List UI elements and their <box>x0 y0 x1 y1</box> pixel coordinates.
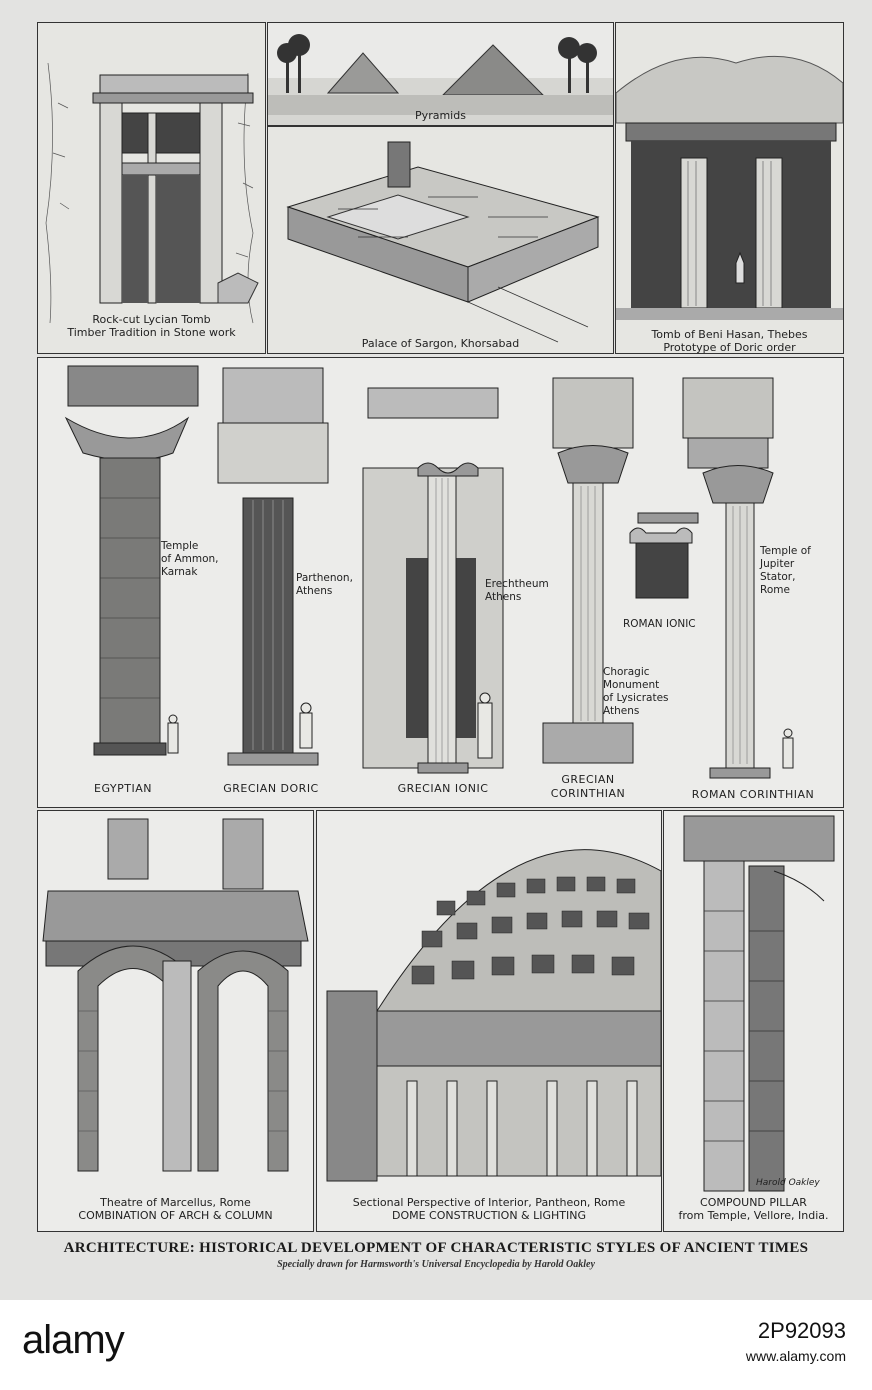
pyramids-illustration <box>268 23 613 125</box>
image-id: 2P92093 <box>757 1318 846 1343</box>
corinthian-note-line: Choragic <box>603 666 650 678</box>
egyptian-note: Temple of Ammon, Karnak <box>161 540 219 579</box>
image-url: www.alamy.com <box>745 1348 846 1364</box>
vellore-caption-line1: COMPOUND PILLAR <box>700 1196 807 1209</box>
theatre-of-marcellus-illustration <box>38 811 313 1231</box>
corinthian-note-line: of Lysicrates <box>603 692 669 704</box>
beni-hasan-caption-line2: Prototype of Doric order <box>663 341 796 354</box>
grecian-doric-style-label: GRECIAN DORIC <box>223 782 319 795</box>
pantheon-caption-line1: Sectional Perspective of Interior, Panth… <box>352 1196 626 1209</box>
tomb-of-beni-hasan-illustration <box>616 23 843 353</box>
grecian-corinthian-style-label: GRECIAN CORINTHIAN <box>528 773 648 801</box>
pantheon-caption-line2: DOME CONSTRUCTION & LIGHTING <box>391 1209 586 1222</box>
pyramids-caption: Pyramids <box>415 109 466 122</box>
lycian-caption-line1: Rock-cut Lycian Tomb <box>92 313 211 326</box>
egyptian-note-line: Temple <box>161 540 199 552</box>
corinthian-note: Choragic Monument of Lysicrates Athens <box>603 666 669 718</box>
roman-corinthian-style-label: ROMAN CORINTHIAN <box>691 788 815 801</box>
roman-corinthian-note-line: Stator, <box>760 571 796 583</box>
column-orders-illustration <box>38 358 843 807</box>
vellore-panel: Harold Oakley COMPOUND PILLAR from Templ… <box>663 810 844 1232</box>
page-title: ARCHITECTURE: HISTORICAL DEVELOPMENT OF … <box>63 1240 809 1256</box>
marcellus-caption-line2: COMBINATION OF ARCH & COLUMN <box>78 1209 273 1222</box>
pantheon-interior-illustration <box>317 811 661 1231</box>
page-subtitle: Specially drawn for Harmsworth's Univers… <box>277 1259 595 1270</box>
corinthian-note-line: Athens <box>603 705 640 717</box>
alamy-logo: alamy <box>22 1318 125 1362</box>
lycian-tomb-illustration <box>38 23 265 353</box>
compound-pillar-illustration <box>664 811 843 1231</box>
ionic-note-line: Erechtheum <box>485 578 549 590</box>
lycian-tomb-panel: Rock-cut Lycian Tomb Timber Tradition in… <box>37 22 266 354</box>
roman-ionic-label: ROMAN IONIC <box>623 618 696 630</box>
palace-of-sargon-illustration <box>268 127 613 353</box>
vellore-caption-line2: from Temple, Vellore, India. <box>678 1209 829 1222</box>
doric-note-line: Parthenon, <box>296 572 353 584</box>
marcellus-panel: Theatre of Marcellus, Rome COMBINATION O… <box>37 810 314 1232</box>
ionic-note: Erechtheum Athens <box>485 578 549 604</box>
corinthian-note-line: Monument <box>603 679 660 691</box>
beni-hasan-caption-line1: Tomb of Beni Hasan, Thebes <box>651 328 808 341</box>
egyptian-note-line: of Ammon, <box>161 553 219 565</box>
egyptian-style-label: EGYPTIAN <box>94 782 152 795</box>
roman-corinthian-note-line: Temple of <box>760 545 811 557</box>
grecian-ionic-style-label: GRECIAN IONIC <box>397 782 489 795</box>
marcellus-caption-line1: Theatre of Marcellus, Rome <box>100 1196 251 1209</box>
doric-note: Parthenon, Athens <box>296 572 353 598</box>
orders-panel: Temple of Ammon, Karnak Parthenon, Athen… <box>37 357 844 808</box>
grecian-corinthian-line: GRECIAN <box>561 773 615 786</box>
roman-corinthian-note: Temple of Jupiter Stator, Rome <box>760 545 811 597</box>
beni-hasan-panel: Tomb of Beni Hasan, Thebes Prototype of … <box>615 22 844 354</box>
sargon-panel: Palace of Sargon, Khorsabad <box>267 126 614 354</box>
grecian-corinthian-line: CORINTHIAN <box>550 787 626 800</box>
pantheon-panel: Sectional Perspective of Interior, Panth… <box>316 810 662 1232</box>
sargon-caption: Palace of Sargon, Khorsabad <box>361 337 520 350</box>
ionic-note-line: Athens <box>485 591 522 603</box>
egyptian-note-line: Karnak <box>161 566 198 578</box>
roman-corinthian-note-line: Jupiter <box>760 558 795 570</box>
encyclopedia-page: Rock-cut Lycian Tomb Timber Tradition in… <box>0 0 872 1300</box>
roman-corinthian-note-line: Rome <box>760 584 790 596</box>
doric-note-line: Athens <box>296 585 333 597</box>
pyramids-panel: Pyramids <box>267 22 614 126</box>
signature: Harold Oakley <box>756 1178 820 1188</box>
lycian-caption-line2: Timber Tradition in Stone work <box>67 326 236 339</box>
